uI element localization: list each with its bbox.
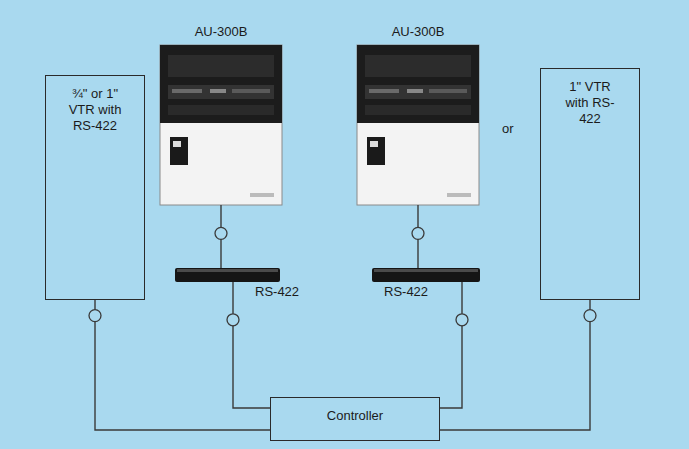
- unit-label: AU-300B: [160, 24, 282, 40]
- rs422-unit: RS-422: [175, 268, 280, 282]
- cable-line: [440, 282, 462, 408]
- cable-connector: [412, 227, 424, 239]
- cable-group: [89, 300, 270, 430]
- controller-box: Controller: [270, 397, 440, 441]
- cable-group: [440, 282, 468, 408]
- box-label: ¾" or 1" VTR with RS-422: [65, 86, 125, 134]
- cable-line: [440, 300, 590, 430]
- au300b-unit: AU-300B: [160, 45, 282, 205]
- au300b-unit: [357, 45, 479, 205]
- cable-group: [215, 205, 227, 268]
- cable-group: [227, 282, 270, 408]
- cable-line: [95, 300, 270, 430]
- vtr-box: 1" VTR with RS-422: [540, 68, 640, 300]
- box-label: Controller: [271, 398, 439, 433]
- cable-connector: [227, 314, 239, 326]
- cable-group: [440, 300, 596, 430]
- note-text: or: [502, 121, 514, 136]
- cable-connector: [456, 314, 468, 326]
- unit-label: RS-422: [384, 284, 444, 300]
- unit-label: AU-300B: [357, 24, 479, 40]
- cable-connector: [584, 310, 596, 322]
- cable-line: [233, 282, 270, 408]
- cable-connector: [89, 310, 101, 322]
- au300b-unit: AU-300B: [357, 45, 479, 205]
- rs422-unit: [372, 268, 480, 282]
- rs422-unit: [175, 268, 280, 282]
- vtr-box: ¾" or 1" VTR with RS-422: [45, 75, 145, 300]
- cable-connector: [215, 227, 227, 239]
- cable-group: [412, 205, 424, 268]
- rs422-unit: RS-422: [372, 268, 480, 282]
- unit-label: RS-422: [255, 284, 315, 300]
- box-label: 1" VTR with RS-422: [560, 79, 620, 127]
- au300b-unit: [160, 45, 282, 205]
